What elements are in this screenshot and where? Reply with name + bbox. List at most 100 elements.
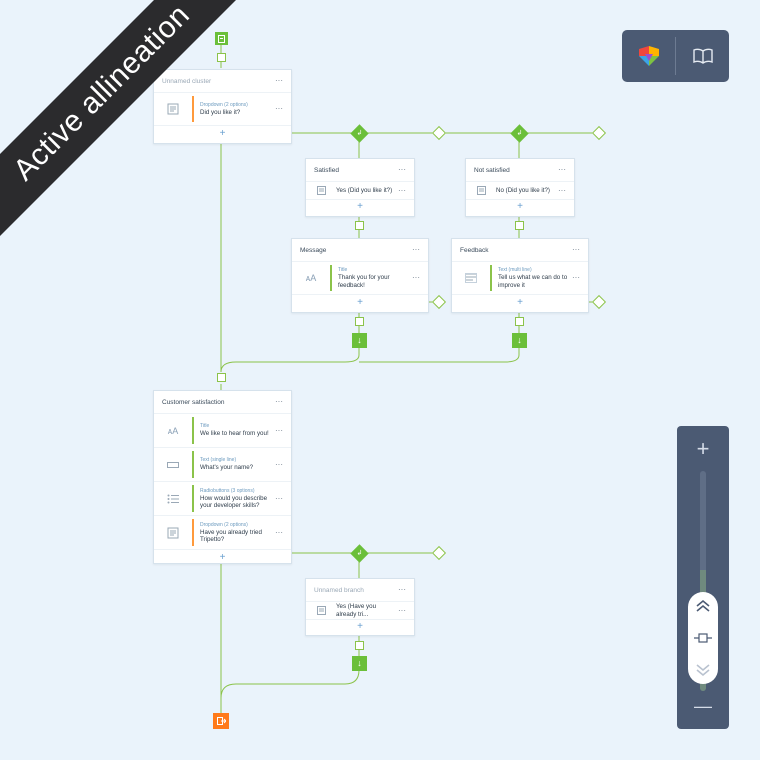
book-icon	[692, 48, 713, 64]
item-type: Title	[200, 423, 210, 430]
branch-end-button[interactable]: ↓	[512, 333, 527, 348]
logo-button[interactable]	[622, 30, 675, 82]
node-item[interactable]: Dropdown (2 options) Did you like it? ··…	[154, 93, 291, 126]
node-item[interactable]: ᴀA Title We like to hear from you! ···	[154, 414, 291, 448]
cluster-header[interactable]: Feedback ···	[452, 239, 588, 262]
item-label: We like to hear from you!	[200, 430, 269, 438]
type-indicator-bar	[192, 519, 194, 546]
cluster-header[interactable]: Unnamed cluster ···	[154, 70, 291, 93]
item-label: Tell us what we can do to improve it	[498, 274, 568, 289]
more-options-icon[interactable]: ···	[412, 245, 420, 254]
branch-return-icon: ↲	[356, 130, 363, 137]
more-options-icon[interactable]: ···	[572, 245, 580, 254]
connector-node[interactable]	[355, 641, 364, 650]
branch-end-button[interactable]: ↓	[352, 656, 367, 671]
connector-node[interactable]	[217, 373, 226, 382]
arrow-down-icon: ↓	[517, 335, 522, 345]
add-condition-button[interactable]: +	[357, 201, 363, 212]
chevron-down-icon	[696, 664, 710, 677]
more-options-icon[interactable]: ···	[398, 605, 406, 615]
connector-node[interactable]	[515, 221, 524, 230]
branch-end-button[interactable]: ↓	[352, 333, 367, 348]
branch-title: Satisfied	[314, 166, 339, 174]
condition-item[interactable]: Yes (Did you like it?) ···	[306, 182, 414, 200]
node-item[interactable]: ᴀA Title Thank you for your feedback! ··…	[292, 262, 428, 295]
item-label: Thank you for your feedback!	[338, 274, 390, 289]
node-item[interactable]: Radiobuttons (3 options) How would you d…	[154, 482, 291, 516]
condition-item[interactable]: No (Did you like it?) ···	[466, 182, 574, 200]
condition-label: Yes (Have you already tri...	[336, 603, 377, 618]
start-node[interactable]	[215, 32, 228, 45]
more-options-icon[interactable]: ···	[275, 104, 283, 113]
end-node[interactable]	[213, 713, 229, 729]
cluster-feedback[interactable]: Feedback ··· Text (multi line) Tell us w…	[451, 238, 589, 313]
more-options-icon[interactable]: ···	[275, 527, 283, 537]
item-label: What's your name?	[200, 464, 254, 472]
node-item[interactable]: Text (multi line) Tell us what we can do…	[452, 262, 588, 295]
cluster-unnamed[interactable]: Unnamed cluster ··· Dropdown (2 options)…	[153, 69, 292, 144]
branch-unnamed[interactable]: Unnamed branch ··· Yes (Have you already…	[305, 578, 415, 636]
more-options-icon[interactable]: ···	[275, 397, 283, 406]
condition-item[interactable]: Yes (Have you already tri... ···	[306, 602, 414, 620]
type-indicator-bar	[192, 451, 194, 478]
zoom-in-button[interactable]: +	[696, 436, 710, 461]
dropdown-icon	[162, 522, 184, 544]
condition-icon	[474, 184, 488, 198]
branch-return-icon: ↲	[516, 130, 523, 137]
node-item[interactable]: Text (single line) What's your name? ···	[154, 448, 291, 482]
connector-node[interactable]	[355, 317, 364, 326]
more-options-icon[interactable]: ···	[275, 76, 283, 85]
branch-node[interactable]: ↲	[350, 124, 369, 143]
zoom-slider-knob[interactable]	[688, 592, 718, 684]
branch-node[interactable]: ↲	[510, 124, 529, 143]
branch-header[interactable]: Satisfied ···	[306, 159, 414, 182]
add-item-button[interactable]: +	[357, 297, 363, 308]
more-options-icon[interactable]: ···	[398, 165, 406, 174]
cluster-header[interactable]: Message ···	[292, 239, 428, 262]
branch-title: Not satisfied	[474, 166, 510, 174]
add-item-button[interactable]: +	[219, 552, 226, 563]
more-options-icon[interactable]: ···	[558, 165, 566, 174]
more-options-icon[interactable]: ···	[572, 273, 580, 282]
more-options-icon[interactable]: ···	[275, 425, 283, 435]
branch-return-icon: ↲	[356, 550, 363, 557]
branch-header[interactable]: Unnamed branch ···	[306, 579, 414, 602]
connector-node[interactable]	[217, 53, 226, 62]
branch-not-satisfied[interactable]: Not satisfied ··· No (Did you like it?) …	[465, 158, 575, 217]
item-type: Title	[338, 267, 348, 273]
documentation-button[interactable]	[676, 30, 729, 82]
condition-label: No (Did you like it?)	[496, 186, 550, 194]
arrow-down-icon: ↓	[357, 658, 362, 668]
cluster-header[interactable]: Customer satisfaction ···	[154, 391, 291, 414]
more-options-icon[interactable]: ···	[275, 459, 283, 469]
more-options-icon[interactable]: ···	[398, 585, 406, 594]
connector-node[interactable]	[355, 221, 364, 230]
branch-node[interactable]: ↲	[350, 544, 369, 563]
condition-label: Yes (Did you like it?)	[336, 186, 393, 194]
zoom-out-button[interactable]: —	[694, 695, 712, 716]
condition-icon	[314, 604, 328, 618]
list-icon	[162, 488, 184, 510]
more-options-icon[interactable]: ···	[398, 185, 406, 195]
add-item-button[interactable]: +	[517, 297, 523, 308]
branch-header[interactable]: Not satisfied ···	[466, 159, 574, 182]
add-condition-button[interactable]: +	[517, 201, 523, 212]
cluster-message[interactable]: Message ··· ᴀA Title Thank you for your …	[291, 238, 429, 313]
type-indicator-bar	[192, 417, 194, 444]
multiline-icon	[460, 267, 482, 289]
more-options-icon[interactable]: ···	[275, 493, 283, 503]
item-label: Have you already tried Tripetto?	[200, 528, 262, 544]
cluster-customer-satisfaction[interactable]: Customer satisfaction ··· ᴀA Title We li…	[153, 390, 292, 564]
cluster-title: Customer satisfaction	[162, 398, 225, 406]
add-condition-button[interactable]: +	[357, 621, 363, 632]
text-size-icon: ᴀA	[167, 425, 179, 436]
connector-node[interactable]	[515, 317, 524, 326]
node-item[interactable]: Dropdown (2 options) Have you already tr…	[154, 516, 291, 550]
cluster-title: Feedback	[460, 246, 489, 254]
type-indicator-bar	[490, 265, 492, 291]
add-item-button[interactable]: +	[219, 128, 226, 139]
more-options-icon[interactable]: ···	[412, 273, 420, 282]
more-options-icon[interactable]: ···	[558, 185, 566, 195]
branch-satisfied[interactable]: Satisfied ··· Yes (Did you like it?) ···…	[305, 158, 415, 217]
